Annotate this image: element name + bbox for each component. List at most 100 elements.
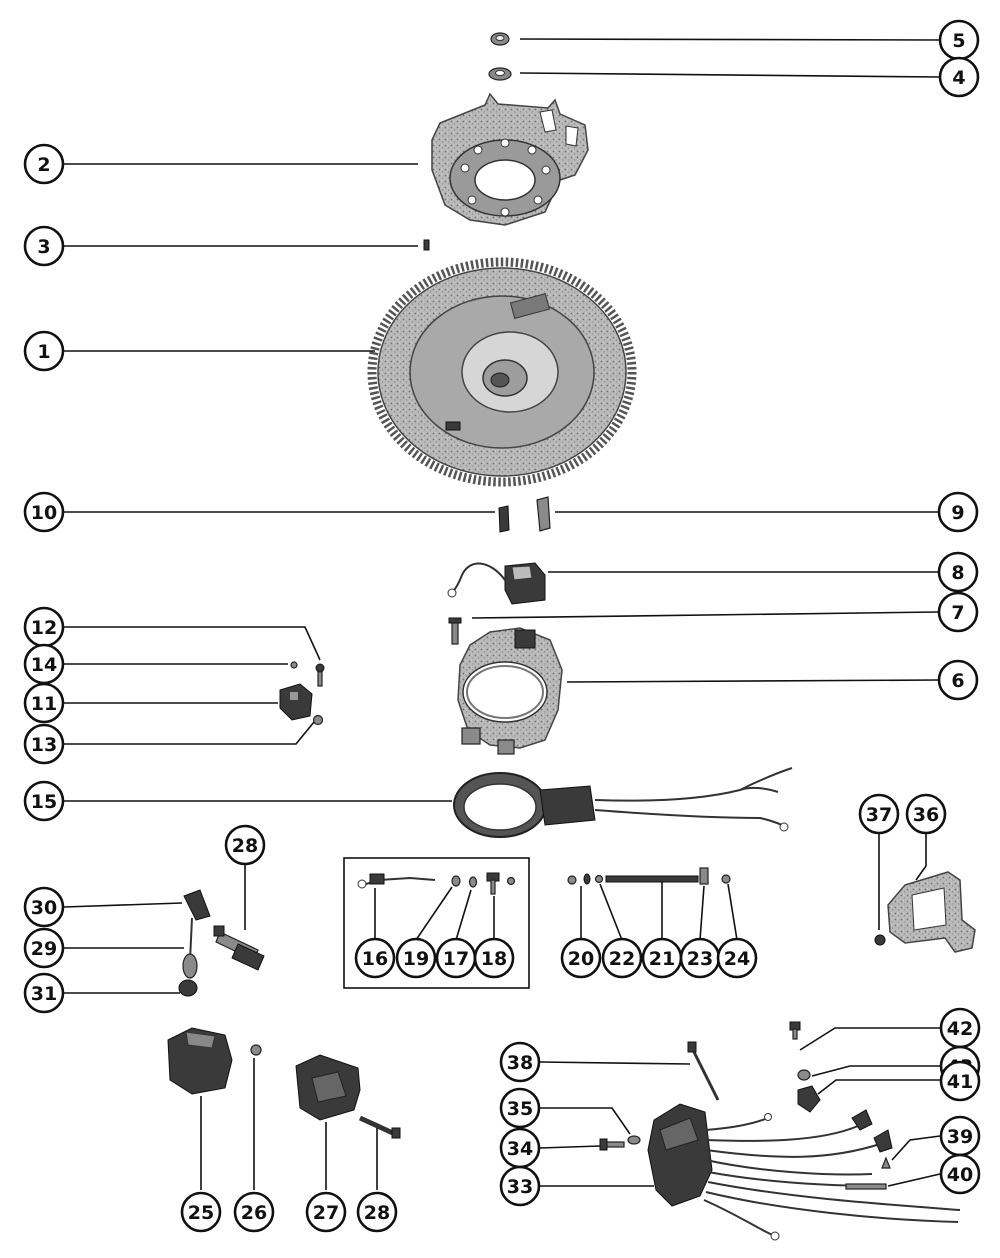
part-39-terminal — [881, 1156, 891, 1169]
part-13-nut — [312, 714, 324, 726]
callout-34: 34 — [499, 1127, 541, 1169]
callout-20: 20 — [560, 937, 602, 979]
part-12-screw — [315, 663, 325, 687]
callout-41: 41 — [939, 1060, 981, 1102]
svg-text:28: 28 — [364, 1202, 390, 1224]
svg-text:38: 38 — [507, 1052, 533, 1074]
part-25-boot — [167, 1027, 233, 1095]
part-5-nut — [490, 32, 510, 46]
callout-24: 24 — [716, 937, 758, 979]
callout-28-bottom: 28 — [356, 1191, 398, 1233]
svg-text:7: 7 — [951, 602, 964, 624]
part-10-magnet — [498, 505, 510, 533]
part-28-spark-plug — [213, 925, 265, 971]
part-illustrations — [167, 32, 976, 1241]
part-18-screw — [486, 872, 500, 895]
svg-text:39: 39 — [947, 1126, 973, 1148]
callout-23: 23 — [679, 937, 721, 979]
part-18b-part — [506, 876, 516, 886]
part-20b-part — [583, 873, 591, 885]
svg-text:20: 20 — [568, 948, 594, 970]
callout-8: 8 — [937, 551, 979, 593]
callout-10: 10 — [23, 491, 65, 533]
callout-11: 11 — [23, 682, 65, 724]
svg-text:35: 35 — [507, 1098, 533, 1120]
svg-text:16: 16 — [362, 948, 388, 970]
callout-31: 31 — [23, 972, 65, 1014]
svg-text:17: 17 — [443, 948, 469, 970]
callout-21: 21 — [641, 937, 683, 979]
svg-text:40: 40 — [947, 1164, 973, 1186]
callout-27: 27 — [305, 1191, 347, 1233]
svg-text:30: 30 — [31, 897, 57, 919]
svg-text:33: 33 — [507, 1176, 533, 1198]
callout-33: 33 — [499, 1165, 541, 1207]
part-33-switch-box — [647, 1103, 961, 1241]
part-27-cover — [295, 1054, 361, 1121]
part-42-screw — [789, 1021, 801, 1040]
part-38-bolt — [687, 1041, 720, 1101]
part-11-clamp — [279, 683, 313, 721]
callout-37: 37 — [858, 793, 900, 835]
part-36-gasket — [887, 871, 976, 953]
callout-4: 4 — [938, 56, 980, 98]
svg-text:15: 15 — [31, 791, 57, 813]
callout-42: 42 — [939, 1007, 981, 1049]
svg-text:6: 6 — [951, 670, 964, 692]
callout-28-top: 28 — [224, 824, 266, 866]
part-24-part — [721, 874, 731, 884]
svg-text:27: 27 — [313, 1202, 339, 1224]
callout-19: 19 — [395, 937, 437, 979]
svg-text:18: 18 — [481, 948, 507, 970]
svg-text:14: 14 — [31, 654, 57, 676]
callout-30: 30 — [23, 886, 65, 928]
part-40-sleeve — [845, 1183, 887, 1190]
callout-2: 2 — [23, 143, 65, 185]
callout-22: 22 — [601, 937, 643, 979]
part-37-screw — [874, 934, 886, 946]
part-20-part — [567, 875, 577, 885]
svg-text:2: 2 — [37, 154, 50, 176]
part-34-screw — [599, 1138, 625, 1151]
callout-9: 9 — [937, 491, 979, 533]
part-2-starter-cup — [431, 92, 589, 226]
callout-12: 12 — [23, 606, 65, 648]
callout-29: 29 — [23, 927, 65, 969]
svg-text:13: 13 — [31, 734, 57, 756]
part-19-part — [451, 875, 461, 887]
callout-36: 36 — [905, 793, 947, 835]
part-1-flywheel — [367, 257, 637, 487]
callout-16: 16 — [354, 937, 396, 979]
svg-text:22: 22 — [609, 948, 635, 970]
svg-text:41: 41 — [947, 1071, 973, 1093]
svg-text:34: 34 — [507, 1138, 533, 1160]
callout-1: 1 — [23, 330, 65, 372]
svg-text:29: 29 — [31, 938, 57, 960]
svg-text:28: 28 — [232, 835, 258, 857]
svg-text:9: 9 — [951, 502, 964, 524]
part-17-part — [468, 876, 478, 888]
svg-text:26: 26 — [241, 1202, 267, 1224]
callout-39: 39 — [939, 1115, 981, 1157]
svg-text:11: 11 — [31, 693, 57, 715]
callout-17: 17 — [435, 937, 477, 979]
svg-text:1: 1 — [37, 341, 50, 363]
part-30-29-31-plug-wire — [178, 889, 211, 997]
svg-text:24: 24 — [724, 948, 750, 970]
part-8-charging-coil — [447, 562, 546, 605]
part-14-washer — [290, 661, 298, 669]
callout-18: 18 — [473, 937, 515, 979]
svg-text:4: 4 — [952, 67, 965, 89]
svg-text:5: 5 — [952, 30, 965, 52]
svg-text:19: 19 — [403, 948, 429, 970]
part-4-washer — [488, 67, 512, 81]
part-7-screw — [448, 617, 462, 645]
svg-text:31: 31 — [31, 983, 57, 1005]
part-23-part — [699, 867, 709, 885]
callout-3: 3 — [23, 225, 65, 267]
group-box-16-18 — [343, 857, 530, 989]
callout-38: 38 — [499, 1041, 541, 1083]
svg-text:23: 23 — [687, 948, 713, 970]
callout-6: 6 — [937, 659, 979, 701]
